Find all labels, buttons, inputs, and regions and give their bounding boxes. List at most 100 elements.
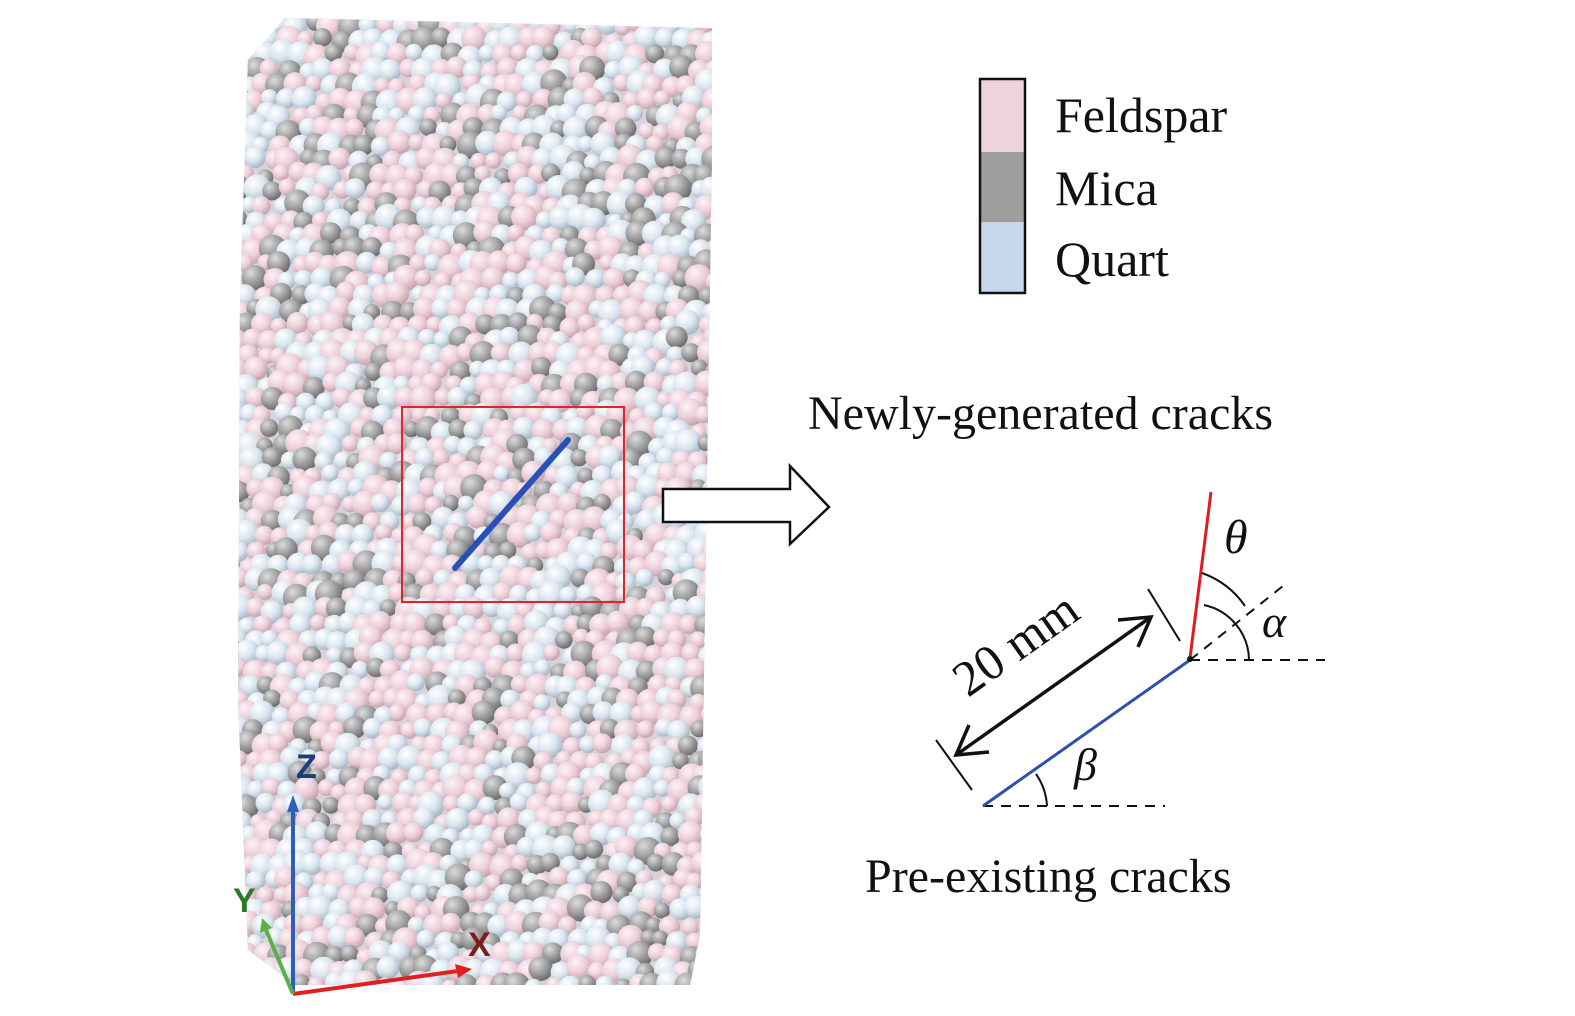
particle [463, 420, 483, 441]
particle [430, 27, 452, 48]
legend: Feldspar Mica Quart [978, 77, 1228, 295]
particle [510, 675, 530, 694]
particle [343, 927, 365, 949]
particle [496, 57, 518, 79]
particle [510, 44, 528, 62]
particle [245, 597, 266, 618]
particle [593, 493, 611, 511]
particle [344, 118, 364, 138]
particle [370, 493, 390, 513]
particle [579, 735, 597, 754]
particle [377, 794, 394, 811]
particle [697, 434, 712, 451]
particle [433, 331, 451, 348]
particle [638, 122, 655, 139]
particle [702, 689, 712, 709]
particle [703, 632, 712, 650]
particle [499, 326, 520, 348]
particle [238, 193, 239, 214]
particle [321, 464, 339, 482]
particle [531, 418, 555, 442]
particle [242, 328, 264, 350]
y-axis-arrowhead [260, 918, 272, 933]
particle [435, 0, 455, 18]
particle [665, 326, 688, 349]
particle [426, 316, 443, 333]
particle [311, 58, 334, 81]
particle [286, 518, 314, 546]
particle [546, 977, 563, 985]
particle [645, 44, 665, 64]
particle [414, 269, 432, 287]
particle [582, 87, 603, 109]
particle [474, 884, 491, 902]
particle [511, 854, 529, 872]
particle [654, 90, 671, 107]
particle [581, 27, 602, 49]
particle [592, 701, 615, 724]
coordinate-axes: Z Y X [233, 748, 491, 996]
particle [481, 840, 498, 857]
pre-existing-crack [982, 658, 1191, 808]
particle [587, 962, 607, 981]
particle [238, 928, 250, 946]
particle [565, 267, 585, 287]
particle [238, 313, 242, 331]
particle [431, 297, 452, 319]
particle [458, 495, 475, 512]
particle [490, 342, 512, 364]
particle [691, 851, 712, 876]
particle [677, 735, 698, 756]
particle [238, 958, 248, 981]
particle [474, 165, 491, 182]
particle [457, 793, 478, 813]
particle [578, 975, 597, 985]
particle [267, 733, 289, 754]
crack-schematic: 20 mm θ α β [935, 491, 1325, 808]
particle [326, 647, 343, 664]
particle [257, 330, 281, 353]
particle [623, 491, 646, 514]
particle [393, 178, 417, 202]
particle [466, 505, 489, 529]
particle [260, 418, 279, 437]
particle [384, 281, 409, 306]
particle [562, 116, 590, 143]
particle [686, 595, 709, 619]
particle [576, 552, 597, 573]
particle [364, 362, 383, 381]
particle [400, 721, 418, 739]
particle [677, 552, 697, 572]
particle [501, 271, 520, 290]
particle [657, 568, 675, 586]
particle [506, 253, 527, 274]
particle [448, 419, 469, 439]
particle [546, 283, 566, 303]
particle [706, 18, 712, 19]
particle [706, 393, 712, 412]
particle [405, 43, 423, 61]
particle [221, 284, 238, 301]
alpha-label: α [1262, 596, 1287, 647]
particle [238, 842, 247, 862]
particle [646, 135, 664, 153]
particle [266, 640, 291, 666]
particle [408, 134, 426, 151]
z-axis-arrowhead [287, 795, 299, 812]
particle [461, 927, 486, 952]
particle [656, 447, 676, 468]
particle [238, 464, 240, 485]
particle [413, 807, 435, 829]
particle [635, 569, 654, 587]
particle [684, 264, 712, 292]
particle [635, 18, 663, 26]
particle [603, 18, 628, 21]
particle [307, 976, 325, 985]
particle [583, 18, 601, 19]
particle [352, 490, 379, 518]
particle [660, 826, 680, 847]
crack-extension-line [1189, 585, 1284, 661]
particle [487, 914, 511, 938]
particle [513, 359, 537, 383]
particle [238, 541, 249, 562]
